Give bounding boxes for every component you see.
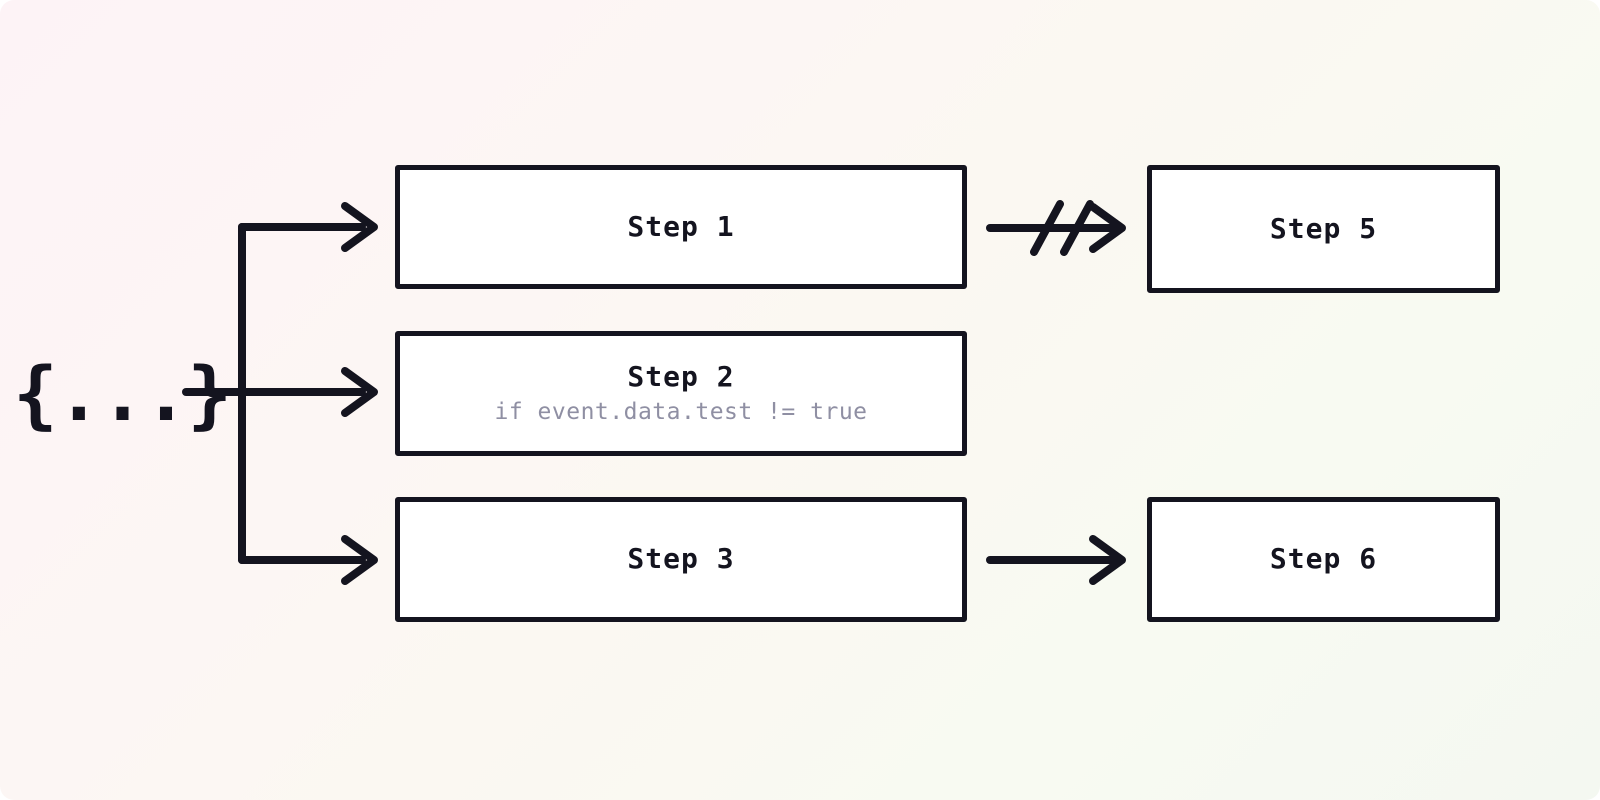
connector-step1-to-step5-slash-1 xyxy=(1030,200,1064,256)
step-title-step-2: Step 2 xyxy=(627,359,735,393)
connector-source-to-step3-arrowhead xyxy=(341,535,378,585)
connector-step3-to-step6-arrowhead xyxy=(1089,535,1126,585)
step-title-step-3: Step 3 xyxy=(627,542,735,576)
connector-step1-to-step5-slash-2 xyxy=(1060,200,1094,256)
step-box-step-3[interactable]: Step 3 xyxy=(395,497,967,622)
step-title-step-6: Step 6 xyxy=(1269,542,1378,576)
connector-source-to-step2-arrowhead xyxy=(341,367,378,417)
step-box-step-2[interactable]: Step 2 if event.data.test != true xyxy=(395,331,967,456)
step-title-step-5: Step 5 xyxy=(1269,211,1378,245)
connector-source-to-step1-arrowhead xyxy=(341,202,378,252)
step-title-step-1: Step 1 xyxy=(627,209,735,243)
step-box-step-1[interactable]: Step 1 xyxy=(395,165,967,289)
step-box-step-5[interactable]: Step 5 xyxy=(1147,165,1500,293)
connector-step1-to-step5-arrowhead xyxy=(1089,203,1126,253)
json-event-payload-glyph: {...} xyxy=(13,352,232,438)
step-condition-step-2: if event.data.test != true xyxy=(494,398,868,425)
step-box-step-6[interactable]: Step 6 xyxy=(1147,497,1500,622)
